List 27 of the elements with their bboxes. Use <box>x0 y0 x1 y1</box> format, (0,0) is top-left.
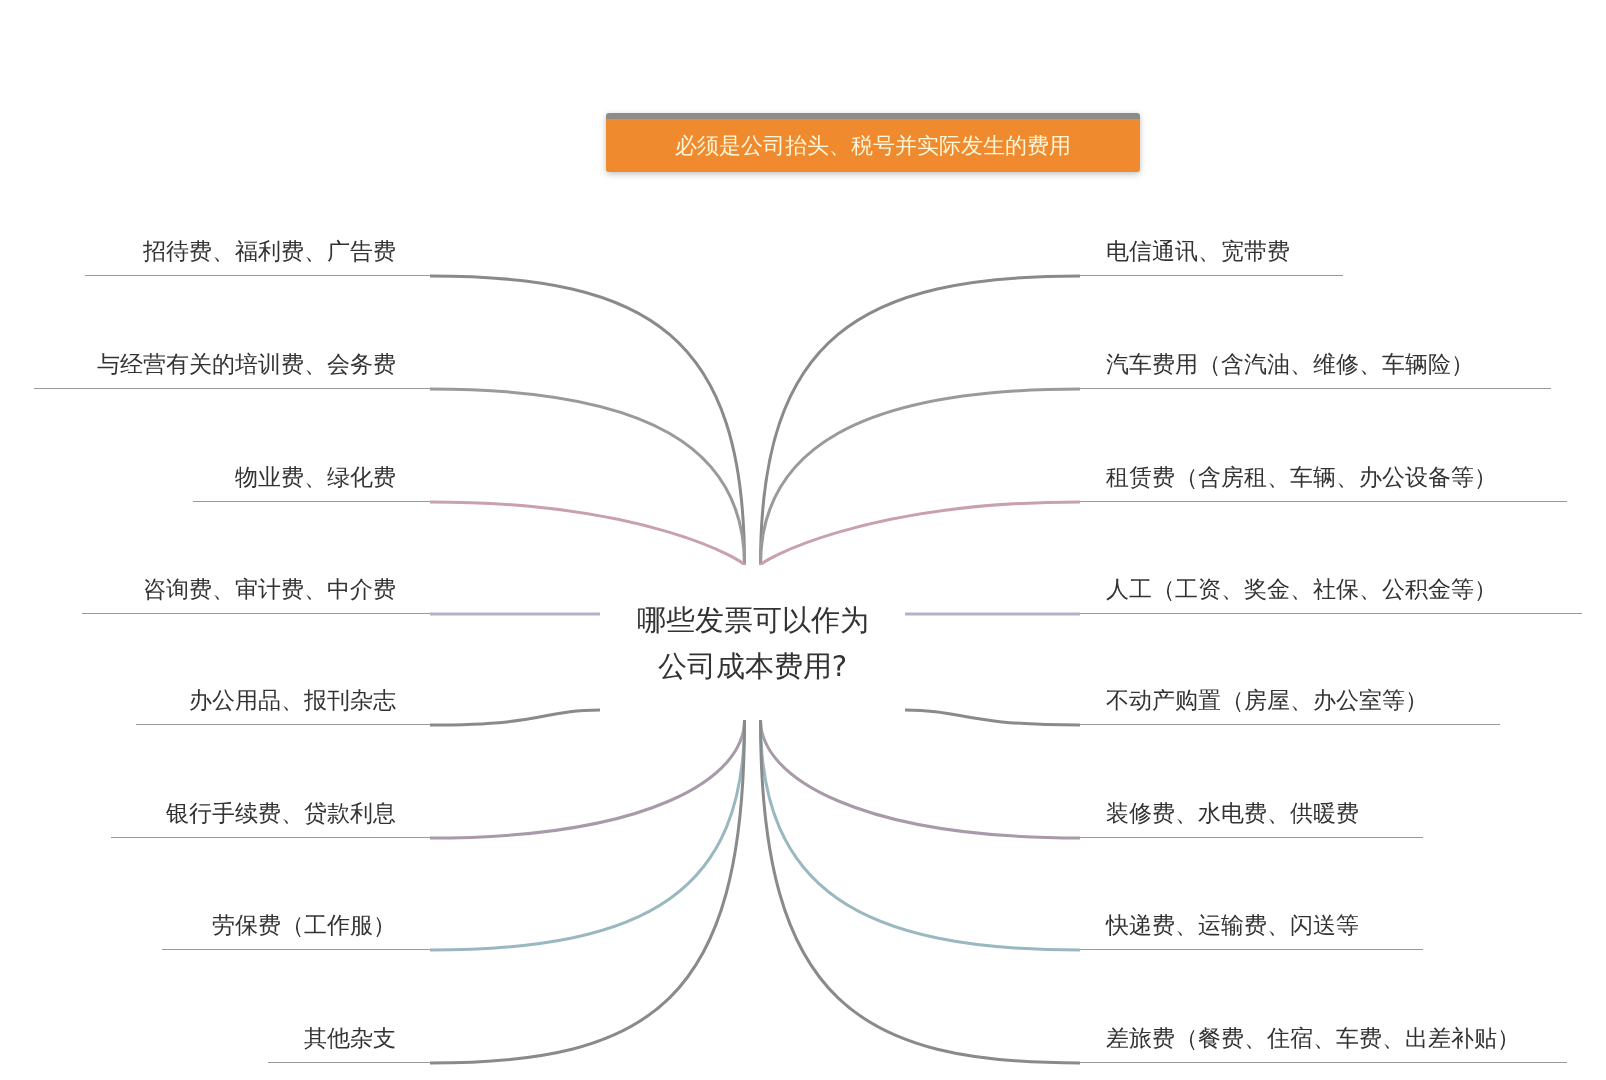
branch-label: 劳保费（工作服） <box>162 906 430 950</box>
branch-line <box>905 612 1080 616</box>
branch-label: 租赁费（含房租、车辆、办公设备等） <box>1080 458 1567 502</box>
branch-line <box>429 719 746 1065</box>
branch-label: 差旅费（餐费、住宿、车费、出差补贴） <box>1080 1019 1567 1063</box>
branch-line <box>759 500 1081 567</box>
branch-label: 快递费、运输费、闪送等 <box>1080 906 1423 950</box>
branch-label: 汽车费用（含汽油、维修、车辆险） <box>1080 345 1551 389</box>
branch-label: 办公用品、报刊杂志 <box>136 681 430 725</box>
branch-label: 不动产购置（房屋、办公室等） <box>1080 681 1500 725</box>
branch-label: 咨询费、审计费、中介费 <box>82 570 430 614</box>
branch-label: 银行手续费、贷款利息 <box>111 794 430 838</box>
branch-line <box>430 612 600 616</box>
branch-label: 电信通讯、宽带费 <box>1080 232 1343 276</box>
branch-label: 其他杂支 <box>268 1019 430 1063</box>
branch-label: 物业费、绿化费 <box>193 458 430 502</box>
branch-label: 招待费、福利费、广告费 <box>85 232 430 276</box>
branch-line <box>429 387 746 566</box>
branch-label: 装修费、水电费、供暖费 <box>1080 794 1423 838</box>
branch-line <box>759 387 1081 566</box>
branch-line <box>429 500 746 567</box>
branch-line <box>759 719 1081 1065</box>
banner-box: 必须是公司抬头、税号并实际发生的费用 <box>606 113 1140 172</box>
branch-label: 人工（工资、奖金、社保、公积金等） <box>1080 570 1582 614</box>
branch-line <box>904 708 1080 727</box>
branch-label: 与经营有关的培训费、会务费 <box>34 345 430 389</box>
branch-line <box>430 708 601 727</box>
